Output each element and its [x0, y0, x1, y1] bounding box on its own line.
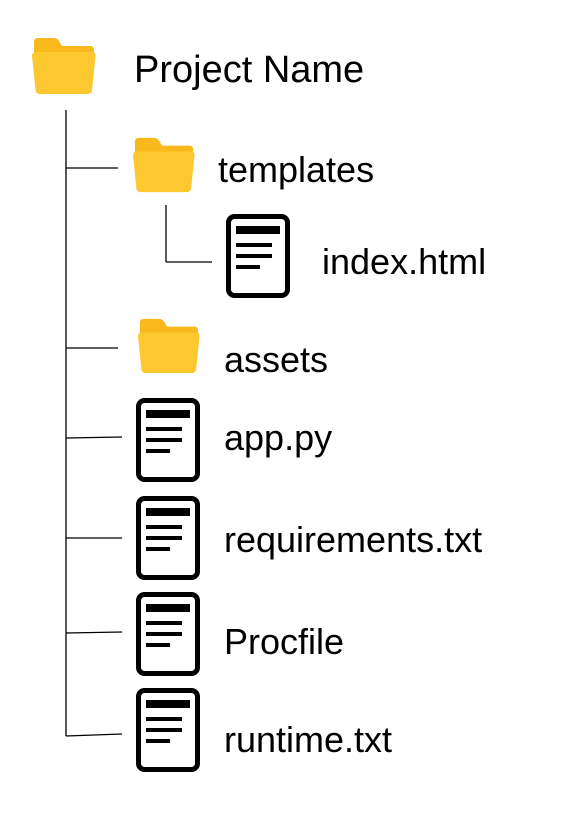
branch-line: [65, 733, 123, 737]
file-icon: [136, 592, 200, 676]
folder-icon: [133, 137, 195, 193]
file-label-runtime-txt: runtime.txt: [224, 719, 393, 760]
file-label-requirements-txt: requirements.txt: [224, 519, 483, 560]
file-icon: [136, 398, 200, 482]
file-icon: [136, 496, 200, 580]
folder-icon: [32, 38, 96, 94]
file-icon: [136, 688, 200, 772]
file-label-index-html: index.html: [322, 241, 487, 282]
branch-line: [65, 436, 123, 439]
root-folder-label: Project Name: [134, 49, 365, 91]
branch-line: [65, 631, 123, 634]
folder-label-templates: templates: [218, 149, 375, 190]
folder-label-assets: assets: [224, 339, 329, 380]
folder-icon: [138, 318, 200, 374]
file-label-procfile: Procfile: [224, 621, 345, 662]
file-icon: [226, 214, 290, 298]
file-label-app-py: app.py: [224, 417, 333, 458]
